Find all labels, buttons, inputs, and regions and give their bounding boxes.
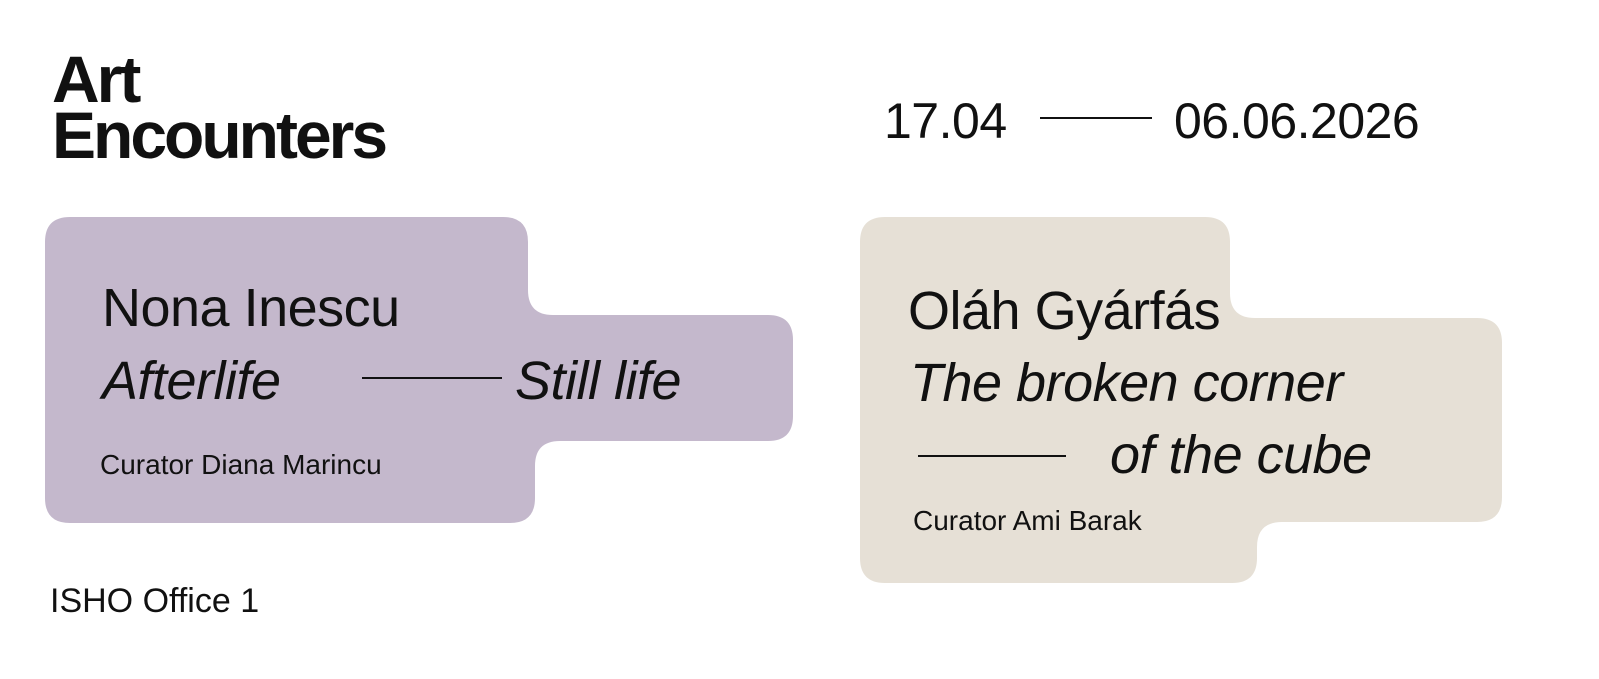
curator: Curator Ami Barak — [913, 505, 1142, 536]
date-end: 06.06.2026 — [1174, 93, 1420, 149]
title-separator — [918, 455, 1066, 457]
exhibition-card-shape-left — [45, 217, 793, 523]
curator: Curator Diana Marincu — [100, 449, 382, 480]
exhibition-title-part-2: of the cube — [1110, 425, 1372, 485]
logo-line-2: Encounters — [52, 98, 388, 165]
artist-name: Oláh Gyárfás — [908, 281, 1221, 341]
exhibition-title-part-1: The broken corner — [910, 353, 1343, 413]
logo-line-1: Art — [52, 42, 141, 116]
venue: ISHO Office 1 — [50, 582, 260, 620]
artist-name: Nona Inescu — [102, 278, 400, 338]
exhibition-card-shape-right — [860, 217, 1502, 583]
date-separator — [1040, 117, 1152, 119]
exhibition-title-part-1: Afterlife — [102, 351, 281, 411]
date-start: 17.04 — [884, 93, 1007, 149]
title-separator — [362, 377, 502, 379]
exhibition-title-part-2: Still life — [515, 351, 682, 411]
logo: Art Encounters — [52, 40, 398, 165]
